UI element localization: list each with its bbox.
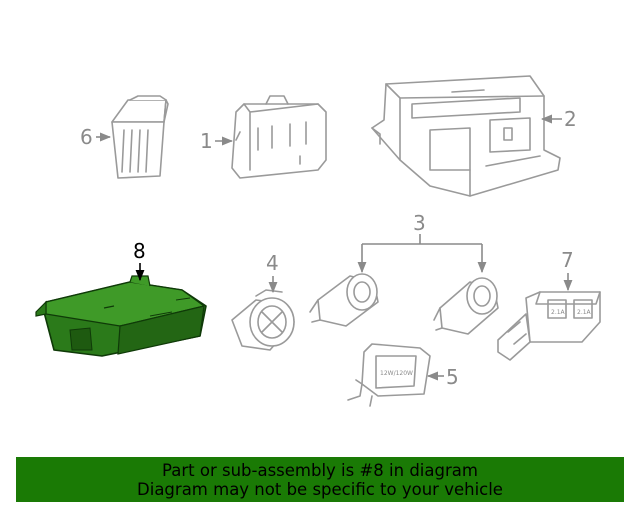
part-5-rating-label: 12W/120W xyxy=(380,370,413,377)
part-5-power-socket[interactable]: 12W/120W xyxy=(347,343,431,407)
callout-3: 3 xyxy=(413,211,426,235)
part-7-port-b-label: 2.1A xyxy=(577,309,592,316)
callout-1: 1 xyxy=(200,129,213,153)
part-3-socket-a[interactable] xyxy=(309,273,379,327)
part-6-relay[interactable] xyxy=(111,95,169,179)
callout-7: 7 xyxy=(561,248,574,272)
banner-line-2: Diagram may not be specific to your vehi… xyxy=(137,480,503,499)
part-4-socket[interactable] xyxy=(231,289,295,351)
part-2-module[interactable] xyxy=(371,75,561,197)
banner-line-1: Part or sub-assembly is #8 in diagram xyxy=(162,461,478,480)
part-8-module[interactable] xyxy=(35,275,207,357)
callout-6: 6 xyxy=(80,125,93,149)
info-banner: Part or sub-assembly is #8 in diagram Di… xyxy=(16,457,624,502)
callout-5: 5 xyxy=(446,365,459,389)
part-1-relay-box[interactable] xyxy=(231,95,327,179)
leader-3-bracket xyxy=(362,234,482,245)
part-3-socket-b[interactable] xyxy=(433,277,499,335)
callout-2: 2 xyxy=(564,107,577,131)
callout-4: 4 xyxy=(266,251,279,275)
part-7-port-a-label: 2.1A xyxy=(551,309,566,316)
part-7-usb-charger[interactable]: 2.1A 2.1A xyxy=(497,291,601,361)
callout-8: 8 xyxy=(133,239,146,263)
